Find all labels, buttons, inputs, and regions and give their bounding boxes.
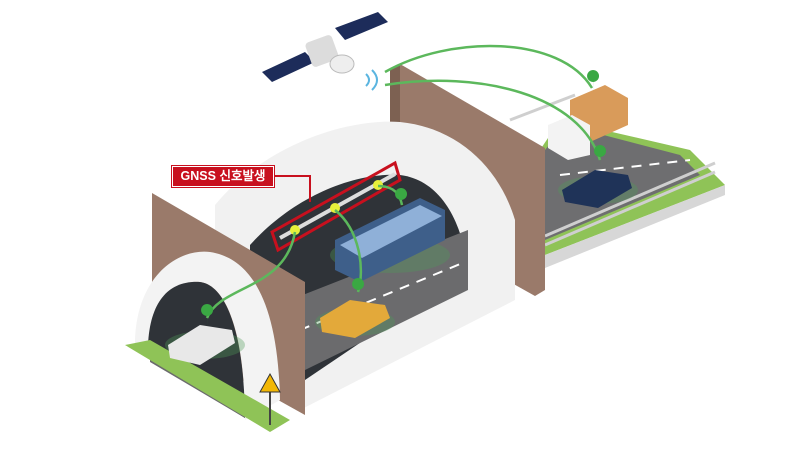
location-pin-icons bbox=[201, 70, 607, 326]
gnss-repeater-antennas bbox=[270, 160, 402, 253]
warning-sign-icon bbox=[259, 372, 281, 425]
car-navy bbox=[558, 170, 638, 208]
satellite-icon bbox=[262, 12, 388, 91]
gnss-signal-callout-label: GNSS 신호발생 bbox=[172, 166, 274, 187]
car-yellow bbox=[315, 300, 395, 338]
guard-rail bbox=[509, 93, 716, 247]
callout-leader-line bbox=[272, 175, 311, 202]
bus bbox=[330, 198, 450, 282]
car-white bbox=[165, 325, 245, 365]
